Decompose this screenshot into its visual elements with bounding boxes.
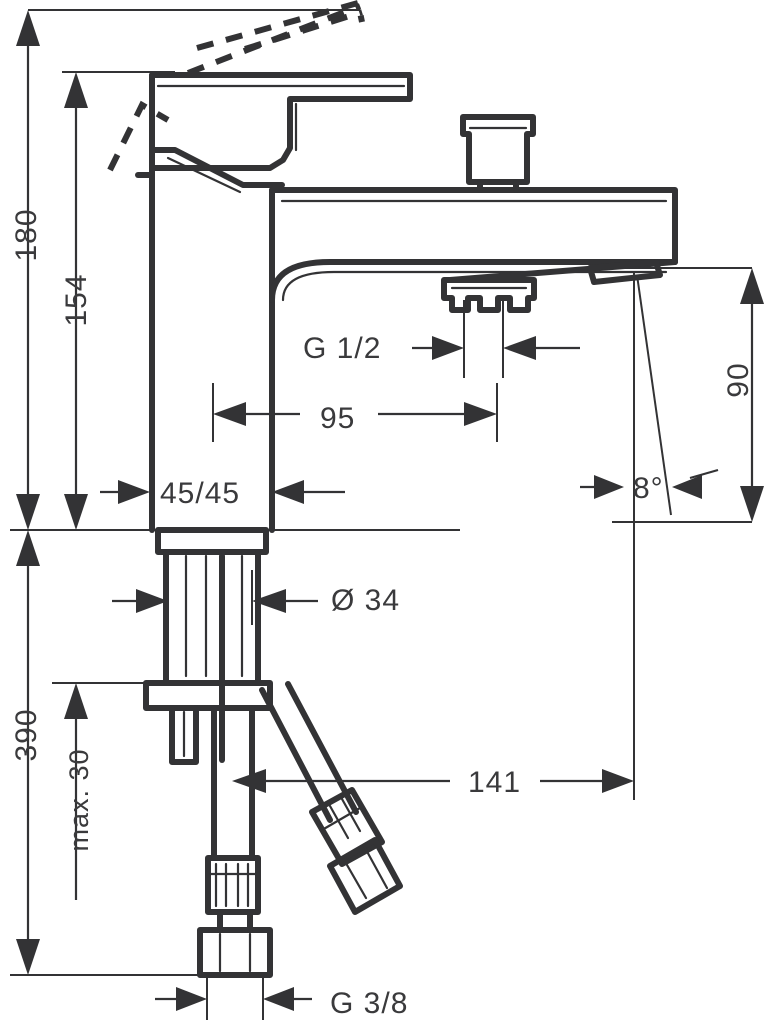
clamp-plate xyxy=(143,680,273,711)
faucet-column xyxy=(149,72,275,533)
popup-knob xyxy=(460,114,536,193)
dimension-180 xyxy=(16,10,40,530)
label-dim-8deg: 8° xyxy=(633,472,664,505)
mounting-shank-assembly xyxy=(143,527,403,978)
label-dim-141: 141 xyxy=(468,766,521,799)
label-dim-180: 180 xyxy=(10,208,43,261)
dimension-d34 xyxy=(112,570,318,625)
label-dim-g12: G 1/2 xyxy=(303,332,381,365)
dimension-95 xyxy=(212,383,498,442)
aerator-housing xyxy=(441,277,537,313)
shank-barrel xyxy=(163,549,261,763)
label-dim-g38: G 3/8 xyxy=(330,987,408,1020)
spout-tip xyxy=(587,259,663,285)
lever-open-position-dashed xyxy=(107,0,365,172)
label-dim-d34: Ø 34 xyxy=(331,584,400,617)
spout-upper-surface xyxy=(269,187,678,265)
spout-inner-curve xyxy=(269,259,678,303)
label-dim-max30: max. 30 xyxy=(64,748,94,851)
hose-nut-vertical xyxy=(197,909,273,978)
hose-ferrule-angled xyxy=(309,787,385,867)
flex-hose-vertical xyxy=(211,705,255,861)
hose-ferrule-vertical xyxy=(205,855,261,915)
dimension-max30 xyxy=(64,683,88,900)
clamp-bolt-legs xyxy=(169,705,199,765)
label-dim-4545: 45/45 xyxy=(160,477,240,510)
dimension-labels: 180 154 45/45 G 1/2 95 90 8° Ø 34 390 ma… xyxy=(10,208,755,1020)
label-dim-90: 90 xyxy=(722,362,755,397)
dimension-390 xyxy=(16,530,40,975)
dimension-154 xyxy=(64,72,88,530)
lever-handle xyxy=(149,72,413,171)
label-dim-390: 390 xyxy=(10,708,43,761)
dimension-g38 xyxy=(155,978,312,1020)
label-dim-154: 154 xyxy=(60,273,93,326)
hose-nut-angled xyxy=(327,837,403,915)
label-dim-95: 95 xyxy=(320,402,355,435)
dimension-geometry xyxy=(10,9,764,1020)
shank-flange xyxy=(155,527,269,555)
faucet-body xyxy=(107,0,678,533)
